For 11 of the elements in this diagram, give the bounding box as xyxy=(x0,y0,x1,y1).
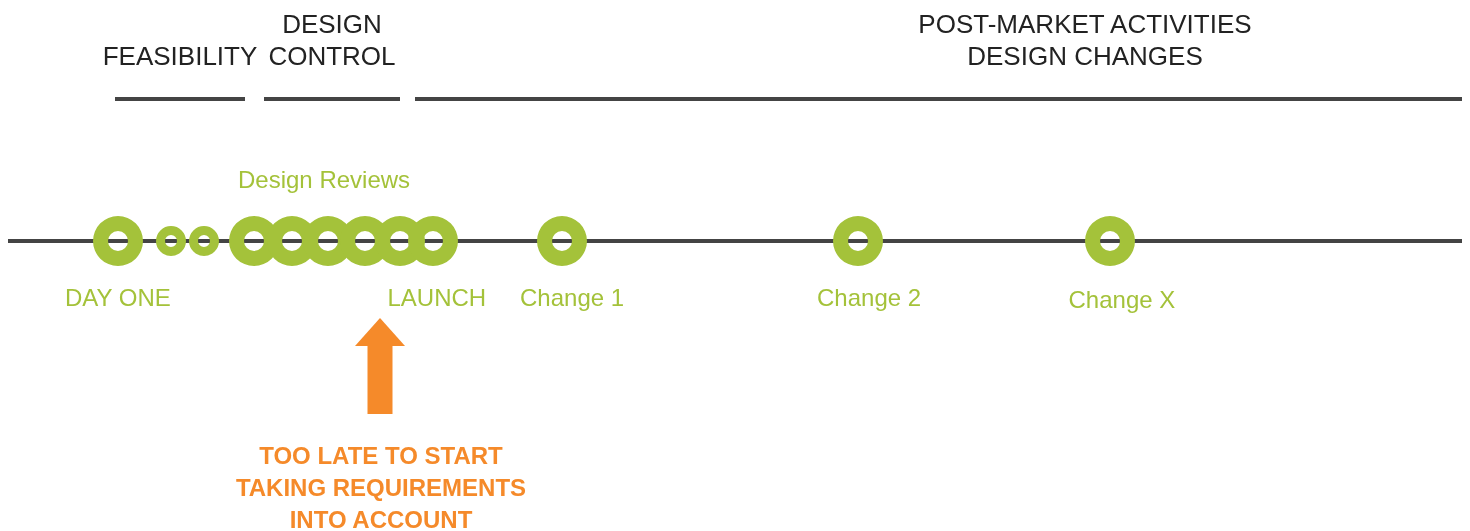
milestone-label: DAY ONE xyxy=(65,284,171,312)
milestone-label: Change X xyxy=(1068,286,1176,314)
arrow xyxy=(355,318,405,414)
milestone-label: LAUNCH xyxy=(387,284,487,312)
warning-text: TOO LATE TO START TAKING REQUIREMENTS INTO ACCOUNT xyxy=(234,441,528,531)
group-label: Design Reviews xyxy=(238,166,412,194)
phase-heading: DESIGN CONTROL xyxy=(267,8,397,72)
milestone-label: Change 1 xyxy=(520,284,625,312)
milestone-label: Change 2 xyxy=(817,284,922,312)
phase-heading: POST-MARKET ACTIVITIES DESIGN CHANGES xyxy=(917,8,1253,72)
phase-heading: FEASIBILITY xyxy=(101,40,259,72)
